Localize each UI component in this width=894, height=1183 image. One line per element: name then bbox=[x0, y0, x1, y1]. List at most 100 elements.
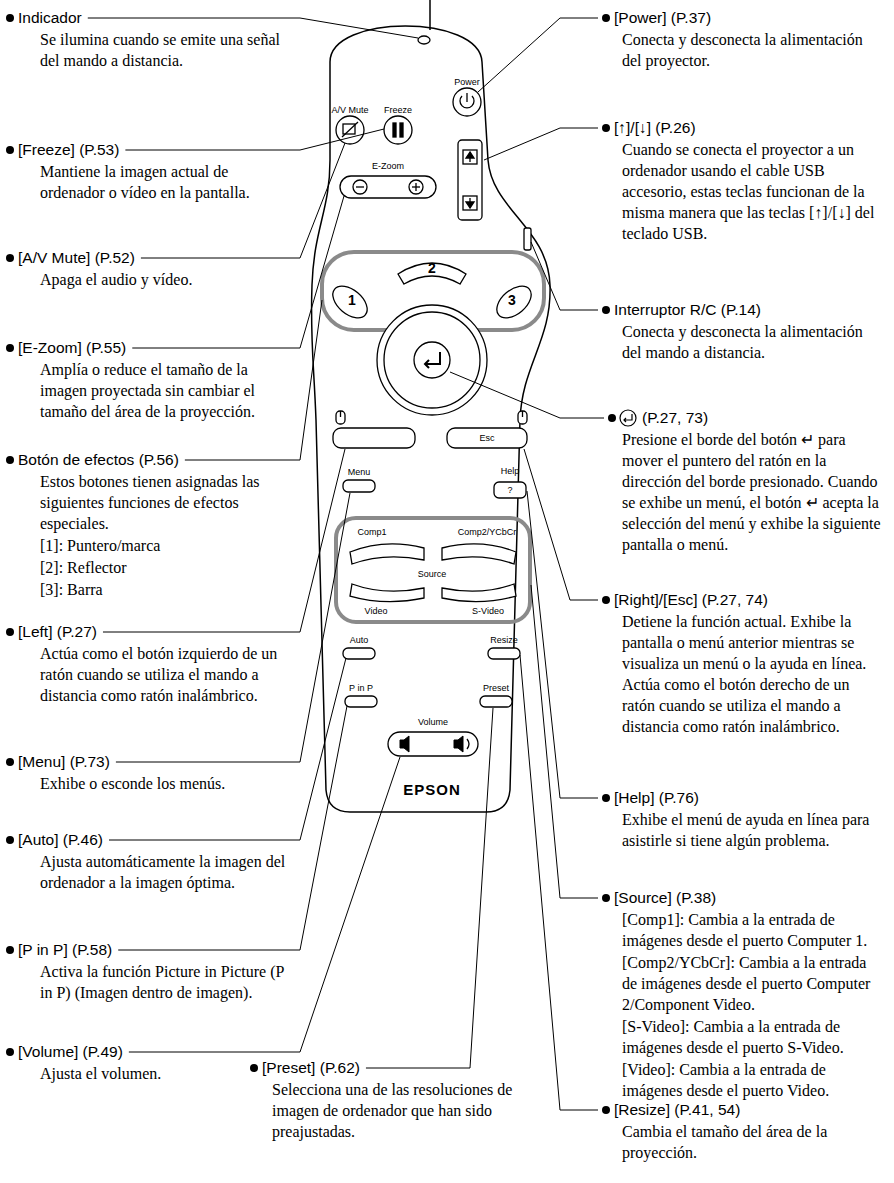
callout-heading: [Freeze] (P.53) bbox=[18, 140, 119, 160]
bullet bbox=[6, 758, 14, 766]
mouse-buttons bbox=[343, 480, 375, 492]
bullet bbox=[6, 14, 14, 22]
button-label: Help bbox=[501, 466, 520, 476]
mouse-buttons bbox=[522, 411, 523, 417]
callout-text: Cuando se conecta el proyector a un orde… bbox=[622, 139, 884, 244]
remote-button bbox=[466, 198, 474, 208]
leader-line bbox=[484, 128, 598, 160]
button-label: Comp2/YCbCr bbox=[458, 527, 517, 537]
callout-text: Cambia el tamaño del área de la proyecci… bbox=[622, 1121, 884, 1163]
callout-heading: [P in P] (P.58) bbox=[18, 940, 112, 960]
button-label: Freeze bbox=[384, 105, 412, 115]
leader-line bbox=[520, 655, 598, 1110]
effect-buttons bbox=[491, 280, 537, 324]
mouse-buttons bbox=[340, 411, 341, 417]
leader-line bbox=[524, 449, 598, 600]
leader-line bbox=[478, 18, 598, 92]
button-label: P in P bbox=[349, 683, 373, 693]
callout-text: Actúa como el botón izquierdo de un rató… bbox=[40, 643, 290, 706]
bullet bbox=[6, 836, 14, 844]
bullet bbox=[6, 146, 14, 154]
source-buttons bbox=[336, 518, 530, 622]
remote-button bbox=[343, 124, 355, 134]
mouse-buttons bbox=[447, 428, 527, 448]
remote-body bbox=[311, 26, 550, 812]
button-label: Preset bbox=[483, 683, 509, 693]
enter-icon bbox=[620, 410, 636, 426]
callout-heading: Botón de efectos (P.56) bbox=[18, 450, 179, 470]
bullet bbox=[602, 596, 610, 604]
mouse-buttons bbox=[518, 411, 527, 424]
callout-heading: [Resize] (P.41, 54) bbox=[614, 1100, 740, 1120]
bullet bbox=[250, 1064, 258, 1072]
source-buttons bbox=[350, 544, 424, 564]
callout-text: Exhibe el menú de ayuda en línea para as… bbox=[622, 809, 884, 851]
callout-heading: [Right]/[Esc] (P.27, 74) bbox=[614, 590, 768, 610]
button-label: Power bbox=[454, 77, 480, 87]
enter-icon bbox=[624, 414, 632, 422]
effect-buttons bbox=[414, 342, 450, 378]
callout-text: Exhibe o esconde los menús. bbox=[40, 773, 290, 794]
callout-text: Estos botones tienen asignadas las sigui… bbox=[40, 471, 290, 534]
callout-text: [Comp2/YCbCr]: Cambia a la entrada de im… bbox=[622, 952, 884, 1015]
lower-buttons bbox=[343, 648, 375, 659]
source-buttons bbox=[350, 584, 424, 602]
callout-heading: [Help] (P.76) bbox=[614, 788, 699, 808]
leader-line bbox=[129, 757, 400, 1052]
leader-line bbox=[185, 300, 322, 460]
callout-text: Selecciona una de las resoluciones de im… bbox=[272, 1079, 534, 1142]
bullet bbox=[608, 414, 616, 422]
effect-buttons bbox=[425, 352, 440, 368]
lower-buttons bbox=[488, 648, 520, 659]
lower-buttons bbox=[454, 736, 463, 752]
remote-button bbox=[463, 196, 477, 210]
callout-heading: [Menu] (P.73) bbox=[18, 752, 110, 772]
lower-buttons bbox=[480, 696, 512, 707]
callout-heading: [Power] (P.37) bbox=[614, 8, 711, 28]
remote-button bbox=[453, 88, 481, 116]
button-label: Auto bbox=[350, 635, 369, 645]
bullet bbox=[602, 124, 610, 132]
remote-button bbox=[415, 183, 416, 191]
mouse-buttons bbox=[336, 411, 345, 424]
callout-text: Presione el borde del botón ↵ para mover… bbox=[622, 429, 884, 555]
remote-button bbox=[418, 36, 430, 44]
remote-button bbox=[400, 123, 403, 137]
button-label: Video bbox=[365, 606, 388, 616]
remote-button bbox=[524, 228, 531, 250]
source-buttons bbox=[442, 544, 516, 564]
callout-text: Conecta y desconecta la alimentación del… bbox=[622, 29, 884, 71]
remote-button bbox=[342, 122, 358, 137]
source-buttons bbox=[442, 584, 516, 602]
bullet bbox=[6, 344, 14, 352]
leader-line bbox=[450, 372, 604, 418]
effect-buttons bbox=[322, 252, 544, 415]
remote-button bbox=[340, 176, 436, 198]
lower-buttons bbox=[343, 648, 520, 756]
remote-button bbox=[356, 186, 364, 187]
lower-buttons bbox=[400, 736, 409, 752]
callout-text: Activa la función Picture in Picture (P … bbox=[40, 961, 290, 1003]
button-label: Volume bbox=[418, 717, 448, 727]
effect-buttons bbox=[384, 312, 480, 408]
callout-heading: [A/V Mute] (P.52) bbox=[18, 248, 135, 268]
lower-buttons bbox=[345, 696, 377, 707]
button-label: 2 bbox=[428, 261, 436, 276]
button-label: ? bbox=[507, 485, 512, 495]
remote-button bbox=[458, 140, 482, 220]
callout-heading: [Volume] (P.49) bbox=[18, 1042, 123, 1062]
bullet bbox=[6, 946, 14, 954]
leader-line bbox=[366, 708, 493, 1068]
lower-buttons bbox=[388, 732, 478, 756]
leader-line bbox=[531, 242, 598, 310]
remote-button bbox=[384, 116, 412, 144]
callout-text: Mantiene la imagen actual de ordenador o… bbox=[40, 161, 290, 203]
bullet bbox=[602, 1106, 610, 1114]
remote-body bbox=[311, 0, 550, 812]
remote-button bbox=[353, 180, 367, 194]
callout-text: Ajusta automáticamente la imagen del ord… bbox=[40, 851, 290, 893]
button-label: Comp1 bbox=[357, 527, 386, 537]
callout-heading: Indicador bbox=[18, 8, 82, 28]
leader-line bbox=[116, 493, 350, 762]
button-label: Menu bbox=[348, 467, 371, 477]
